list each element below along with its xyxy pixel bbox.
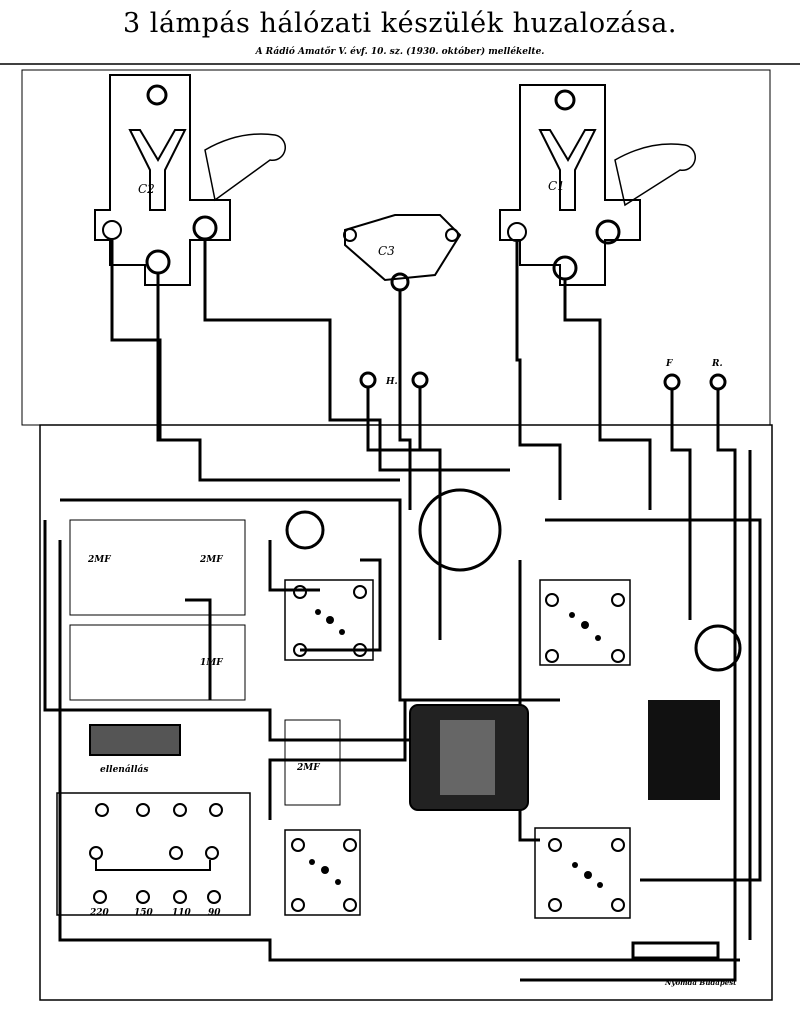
transformer-core xyxy=(440,720,495,795)
jacks: H. F R. xyxy=(359,359,727,391)
base-board xyxy=(39,424,773,1001)
c2-label: C2 xyxy=(138,182,155,196)
cap-2mf-b: 2MF xyxy=(199,555,223,565)
tube-socket-3 xyxy=(284,829,361,916)
tap-220: 220 xyxy=(89,908,110,918)
cap-2mf-a: 2MF xyxy=(87,555,111,565)
output-transformer xyxy=(648,700,720,800)
h-label: H. xyxy=(385,377,398,387)
c1-label: C1 xyxy=(548,179,565,193)
tap-90: 90 xyxy=(208,908,221,918)
tap-110: 110 xyxy=(172,908,192,918)
c3-label: C3 xyxy=(378,244,395,258)
cap-1mf: 1MF xyxy=(200,658,223,668)
potentiometer xyxy=(285,510,325,550)
variable-capacitor-c1: C1 xyxy=(499,84,696,286)
f-label: F xyxy=(665,359,673,369)
printer-credit: Nyomda Budapest xyxy=(664,978,737,987)
choke-coil xyxy=(418,488,502,572)
page-title: 3 lámpás hálózati készülék huzalozása. xyxy=(123,8,677,39)
tube-socket-2 xyxy=(539,579,631,666)
resistor-coil xyxy=(89,724,181,756)
resistor-label: ellenállás xyxy=(100,764,148,775)
variable-capacitor-c2: C2 xyxy=(94,74,286,286)
tube-socket-1 xyxy=(284,579,374,661)
cap-2mf-c: 2MF xyxy=(296,763,320,773)
capacitor-c3: C3 xyxy=(343,214,462,292)
front-panel xyxy=(21,69,771,426)
fuse xyxy=(631,941,720,960)
resistor-dial xyxy=(694,624,742,672)
page-subtitle: A Rádió Amatőr V. évf. 10. sz. (1930. ok… xyxy=(255,47,545,57)
r-label: R. xyxy=(711,359,723,369)
capacitor-2mf xyxy=(284,719,341,806)
voltage-terminal-board: 220 150 110 90 xyxy=(56,792,251,918)
tube-socket-4 xyxy=(534,827,631,919)
capacitor-block-left: 2MF 2MF 1MF xyxy=(69,519,246,701)
wiring xyxy=(43,240,762,982)
tap-150: 150 xyxy=(134,908,154,918)
